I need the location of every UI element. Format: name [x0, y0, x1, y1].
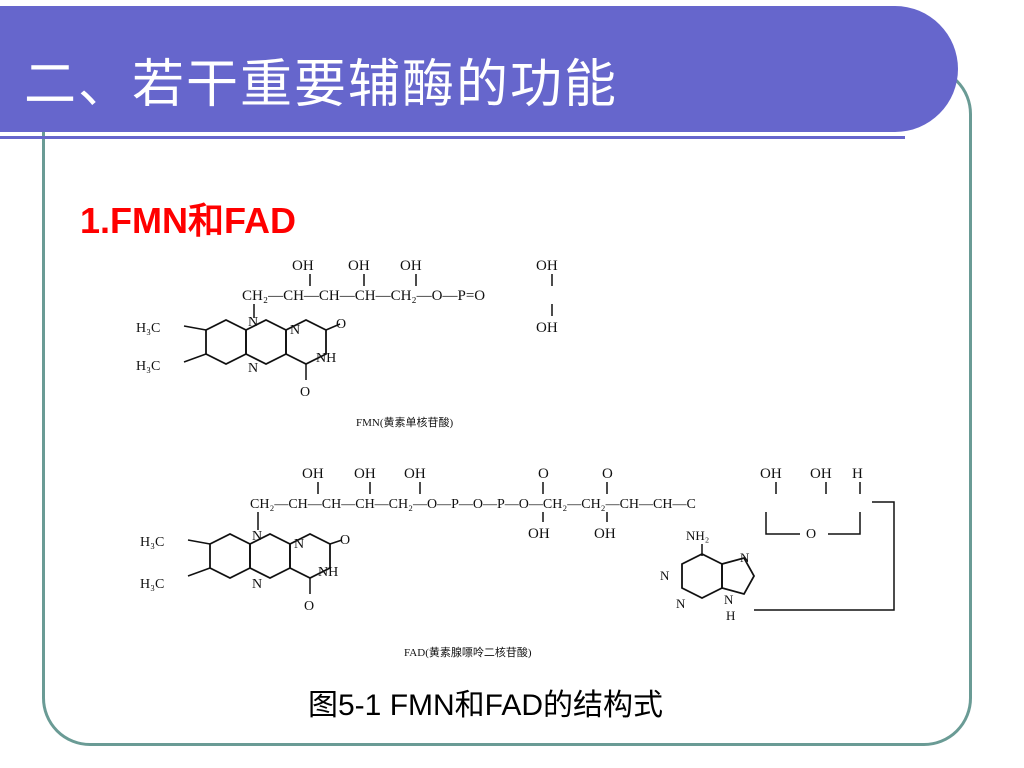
- title-banner: 二、若干重要辅酶的功能: [0, 6, 958, 132]
- fmn-ring-nh: NH: [316, 351, 336, 366]
- fad-adenine-n4: N: [724, 592, 734, 607]
- fad-adenine-h: H: [726, 608, 735, 623]
- fad-oh-p1: OH: [528, 526, 550, 542]
- fad-label: FAD(黄素腺嘌呤二核苷酸): [404, 645, 532, 659]
- fmn-oh-3: OH: [400, 258, 422, 274]
- fad-oh-r1: OH: [760, 466, 782, 482]
- fad-methyl-1: H₃C: [140, 535, 164, 550]
- fad-oh-2: OH: [354, 466, 376, 482]
- fmn-methyl-1: H₃C: [136, 321, 160, 336]
- fmn-structure: OH OH OH OH CH₂—CH—CH—CH—CH₂—O—P=O OH N …: [136, 258, 558, 429]
- fmn-oh-2: OH: [348, 258, 370, 274]
- fad-structure: OH OH OH O O OH OH H CH₂—CH—CH—CH—CH₂—O—…: [140, 466, 895, 659]
- fmn-ring-n-top: N: [248, 315, 258, 330]
- fad-adenine-nh2: NH₂: [686, 528, 709, 543]
- fad-ring-o-bottom: O: [304, 599, 314, 614]
- fad-oh-1: OH: [302, 466, 324, 482]
- slide-title: 二、若干重要辅酶的功能: [24, 55, 619, 115]
- fad-ring-nh: NH: [318, 565, 338, 580]
- fad-adenine-n3: N: [740, 550, 750, 565]
- fad-oh-p2: OH: [594, 526, 616, 542]
- fad-o-p2: O: [602, 466, 613, 482]
- fmn-ring-o-top: O: [336, 317, 346, 332]
- fmn-oh-p-bottom: OH: [536, 320, 558, 336]
- fmn-methyl-2: H₃C: [136, 359, 160, 374]
- fad-ring-n-right: N: [294, 537, 304, 552]
- fad-o-p1: O: [538, 466, 549, 482]
- fmn-ring-n-bottom: N: [248, 361, 258, 376]
- fad-ring-n-bottom: N: [252, 577, 262, 592]
- fmn-oh-p-top: OH: [536, 258, 558, 274]
- fad-oh-r2: OH: [810, 466, 832, 482]
- fad-chain: CH₂—CH—CH—CH—CH₂—O—P—O—P—O—CH₂—CH₂—CH—CH…: [250, 497, 696, 512]
- fmn-ring-n-right: N: [290, 323, 300, 338]
- title-underline: [0, 136, 905, 139]
- section-heading: 1.FMN和FAD: [80, 200, 297, 241]
- fad-adenine-n2: N: [676, 596, 686, 611]
- fmn-fad-structure-figure: OH OH OH OH CH₂—CH—CH—CH—CH₂—O—P=O OH N …: [136, 258, 895, 659]
- fad-ring-o-top: O: [340, 533, 350, 548]
- fad-ribose-o: O: [806, 527, 816, 542]
- fmn-ring-o-bottom: O: [300, 385, 310, 400]
- fad-oh-3: OH: [404, 466, 426, 482]
- fad-h-r: H: [852, 466, 863, 482]
- figure-caption: 图5-1 FMN和FAD的结构式: [308, 689, 664, 722]
- fmn-label: FMN(黄素单核苷酸): [356, 415, 454, 429]
- fad-ring-n-top: N: [252, 529, 262, 544]
- fmn-ribityl-chain: CH₂—CH—CH—CH—CH₂—O—P=O: [242, 288, 485, 304]
- fmn-oh-1: OH: [292, 258, 314, 274]
- fad-adenine-n1: N: [660, 568, 670, 583]
- fad-methyl-2: H₃C: [140, 577, 164, 592]
- content-frame: [42, 66, 972, 746]
